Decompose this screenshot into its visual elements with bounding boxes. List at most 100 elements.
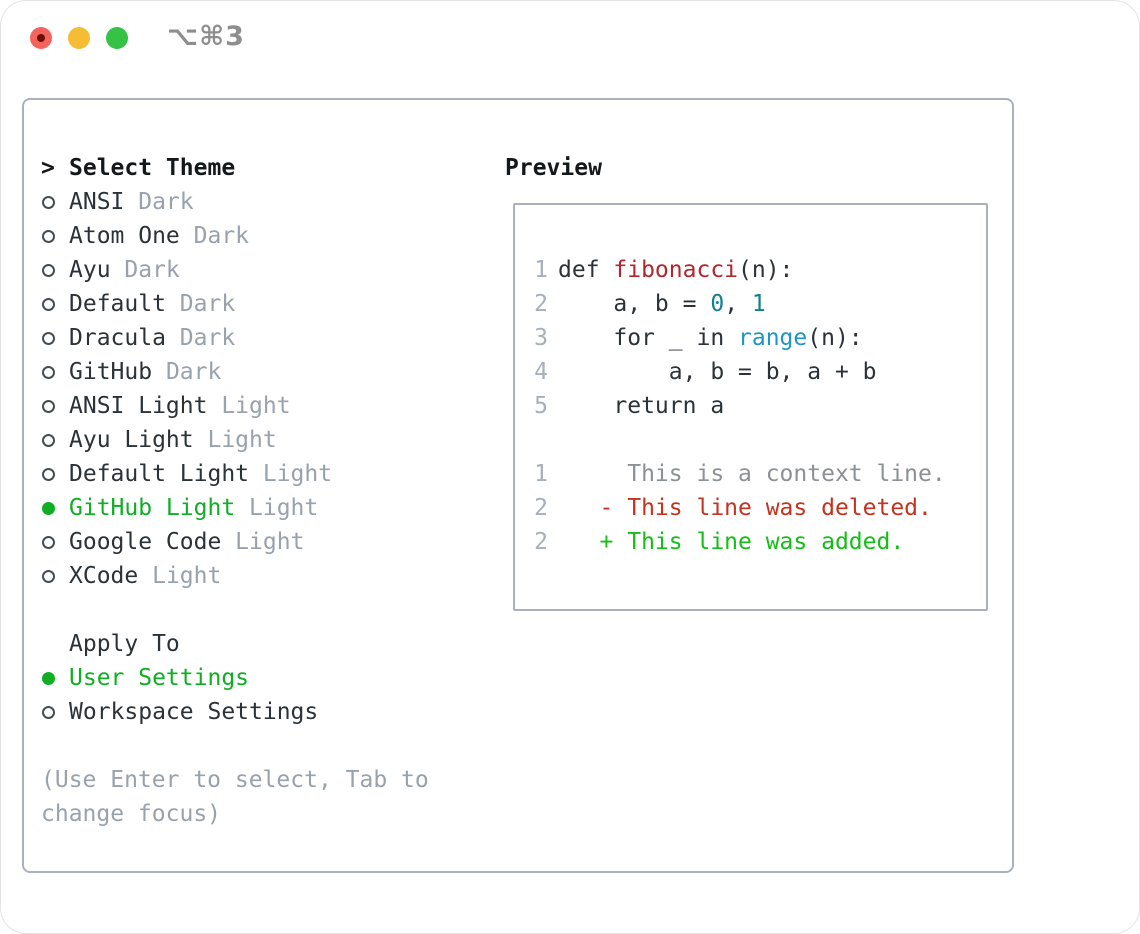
code-line: 2 + This line was added.: [534, 525, 986, 559]
theme-option-ayu[interactable]: Ayu Dark: [41, 253, 429, 287]
line-number: 3: [534, 325, 548, 351]
apply-option-user-settings[interactable]: User Settings: [41, 661, 429, 695]
token-plain: a, b =: [558, 291, 711, 317]
apply-to-title: Apply To: [69, 631, 180, 657]
radio-icon: [42, 263, 55, 277]
theme-option-atom-one[interactable]: Atom One Dark: [41, 219, 429, 253]
line-number: 1: [534, 257, 548, 283]
spacer-row: [41, 729, 429, 763]
code-line: 4 a, b = b, a + b: [534, 355, 986, 389]
token-plain: (n):: [738, 257, 794, 283]
radio-icon: [42, 195, 55, 209]
apply-to-heading: Apply To: [41, 627, 429, 661]
token-plain: a, b = b, a + b: [558, 359, 877, 385]
theme-option-dracula[interactable]: Dracula Dark: [41, 321, 429, 355]
theme-variant: Dark: [179, 223, 250, 249]
code-text: a, b = b, a + b: [558, 359, 877, 385]
theme-name: Ayu: [69, 257, 111, 283]
preview-title: Preview: [505, 155, 602, 181]
code-text: for _ in range(n):: [558, 325, 863, 351]
theme-variant: Light: [193, 427, 277, 453]
code-text: This is a context line.: [558, 461, 946, 487]
theme-variant: Light: [235, 495, 319, 521]
code-line: 2 - This line was deleted.: [534, 491, 986, 525]
token-plain: def: [558, 257, 614, 283]
theme-variant: Dark: [165, 291, 236, 317]
token-number: 1: [751, 291, 766, 317]
code-text: + This line was added.: [558, 529, 905, 555]
code-text: a, b = 0, 1: [558, 291, 766, 317]
spacer-row: [41, 593, 429, 627]
token-plain: (n):: [807, 325, 863, 351]
code-line: 5 return a: [534, 389, 986, 423]
theme-variant: Dark: [152, 359, 222, 385]
theme-option-default[interactable]: Default Dark: [41, 287, 429, 321]
theme-name: Ayu Light: [69, 427, 194, 453]
theme-option-xcode[interactable]: XCode Light: [41, 559, 429, 593]
theme-option-default-light[interactable]: Default Light Light: [41, 457, 429, 491]
line-number: 2: [534, 291, 548, 317]
radio-icon: [42, 229, 55, 243]
theme-variant: Light: [249, 461, 333, 487]
theme-name: Google Code: [69, 529, 222, 555]
theme-variant: Dark: [165, 325, 236, 351]
theme-name: Default Light: [69, 461, 250, 487]
radio-icon: [42, 569, 55, 583]
radio-selected-icon: [42, 671, 55, 685]
theme-name: Atom One: [69, 223, 180, 249]
code-line: [534, 423, 986, 457]
apply-option-workspace-settings[interactable]: Workspace Settings: [41, 695, 429, 729]
line-number: 2: [534, 495, 548, 521]
theme-option-github[interactable]: GitHub Dark: [41, 355, 429, 389]
zoom-button[interactable]: [106, 27, 128, 49]
close-button[interactable]: [30, 27, 52, 49]
line-number: 5: [534, 393, 548, 419]
line-number: 2: [534, 529, 548, 555]
token-builtin: range: [738, 325, 808, 351]
apply-option-label: Workspace Settings: [69, 699, 319, 725]
minimize-button[interactable]: [68, 27, 90, 49]
theme-variant: Dark: [124, 189, 194, 215]
select-theme-heading: > Select Theme: [41, 151, 429, 185]
code-line: 1 This is a context line.: [534, 457, 986, 491]
hint-text-line-2: change focus): [41, 801, 222, 827]
radio-icon: [42, 535, 55, 549]
token-plain: return a: [558, 393, 725, 419]
theme-variant: Light: [207, 393, 291, 419]
radio-selected-icon: [42, 501, 55, 515]
radio-icon: [42, 365, 55, 379]
radio-icon: [42, 297, 55, 311]
theme-name: Dracula: [69, 325, 166, 351]
code-text: - This line was deleted.: [558, 495, 932, 521]
line-number: 1: [534, 461, 548, 487]
theme-name: XCode: [69, 563, 139, 589]
radio-icon: [42, 467, 55, 481]
theme-variant: Light: [138, 563, 222, 589]
theme-option-google-code[interactable]: Google Code Light: [41, 525, 429, 559]
token-number: 0: [710, 291, 725, 317]
theme-option-ansi[interactable]: ANSI Dark: [41, 185, 429, 219]
theme-name: ANSI Light: [69, 393, 208, 419]
theme-name: GitHub Light: [69, 495, 236, 521]
code-line: 3 for _ in range(n):: [534, 321, 986, 355]
theme-option-github-light[interactable]: GitHub Light Light: [41, 491, 429, 525]
apply-option-label: User Settings: [69, 665, 250, 691]
token-added: + This line was added.: [558, 529, 905, 555]
token-deleted: - This line was deleted.: [558, 495, 932, 521]
theme-option-ayu-light[interactable]: Ayu Light Light: [41, 423, 429, 457]
theme-name: ANSI: [69, 189, 125, 215]
prompt-icon: >: [41, 155, 55, 181]
theme-option-ansi-light[interactable]: ANSI Light Light: [41, 389, 429, 423]
hint-text-line-1: (Use Enter to select, Tab to: [41, 767, 429, 793]
theme-variant: Dark: [110, 257, 180, 283]
theme-name: Default: [69, 291, 166, 317]
window-shortcut-label: ⌥⌘3: [167, 21, 245, 52]
radio-icon: [42, 331, 55, 345]
